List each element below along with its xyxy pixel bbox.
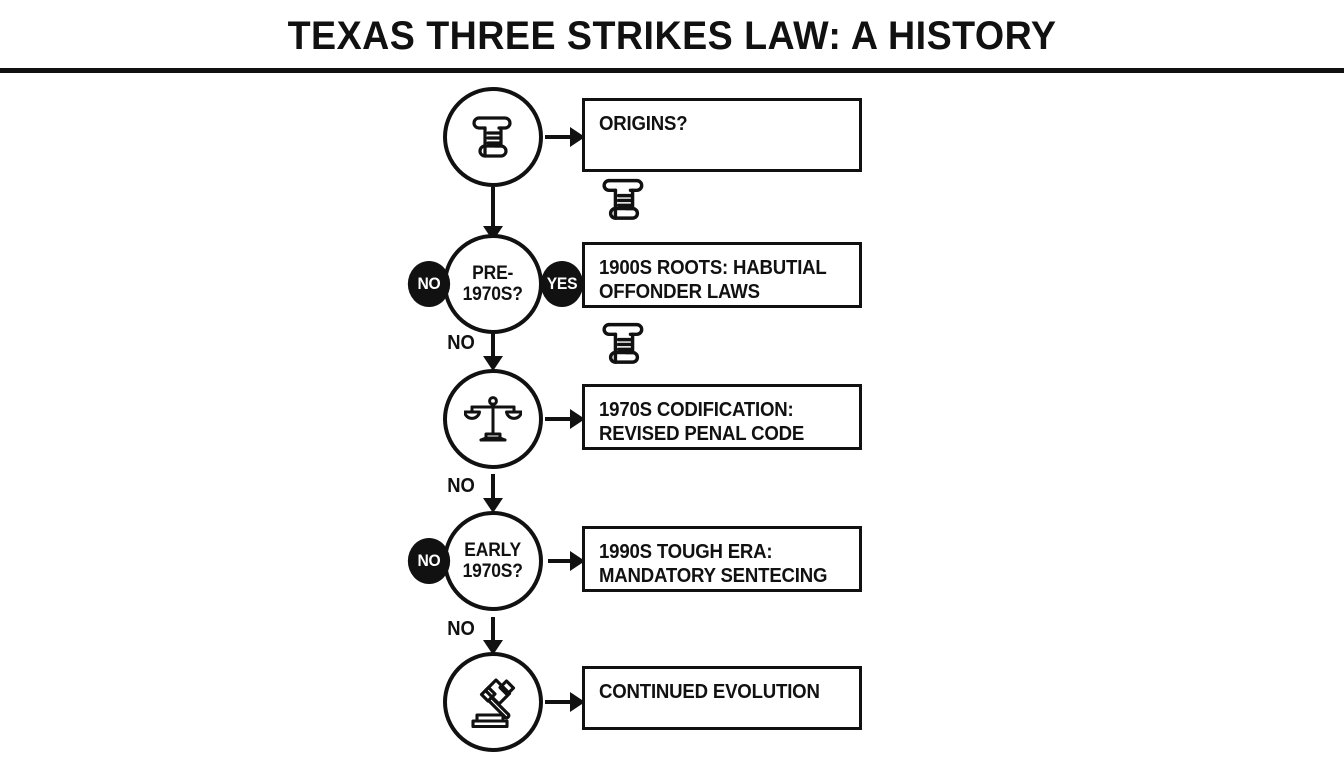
label-box-origins[interactable]: ORIGINS? [582,98,862,172]
scroll-icon [465,109,521,165]
connector-early1970s-to-box-arrowhead [570,551,585,571]
connector-codification-to-early1970s-arrowhead [483,498,503,513]
title-area: TEXAS THREE STRIKES LAW: A HISTORY [0,0,1344,74]
node-pre-1970s[interactable]: PRE- 1970S? [443,234,543,334]
connector-continued-to-box-arrowhead [570,692,585,712]
badge-pre-1970s-no-label: NO [417,274,441,293]
node-early-1970s-question: EARLY 1970S? [462,540,524,582]
page-title: TEXAS THREE STRIKES LAW: A HISTORY [287,14,1057,58]
badge-early-1970s-no[interactable]: NO [407,538,451,584]
node-continued-evolution[interactable] [443,652,543,752]
flowchart-canvas: ORIGINS? PRE- 1970S? NO YES 1900S ROOTS:… [0,74,1344,768]
node-early-1970s[interactable]: EARLY 1970S? [443,511,543,611]
edge-label-pre1970s-no: NO [447,332,475,354]
edge-label-codification-no: NO [447,475,475,497]
node-codification[interactable] [443,369,543,469]
connector-early1970s-to-continued-arrowhead [483,640,503,655]
mini-scroll-icon-1 [594,175,654,232]
gavel-icon [463,672,523,732]
node-pre-1970s-question: PRE- 1970S? [462,263,524,305]
connector-early1970s-to-continued [491,617,495,645]
connector-origins-to-box-arrowhead [570,127,585,147]
label-box-codification[interactable]: 1970S CODIFICATION: REVISED PENAL CODE [582,384,862,450]
connector-pre1970s-to-codification-arrowhead [483,356,503,371]
badge-pre-1970s-no[interactable]: NO [407,261,451,307]
badge-pre-1970s-yes-label: YES [546,274,578,293]
label-box-1900s-roots-text: 1900S ROOTS: HABUTIAL OFFONDER LAWS [599,257,827,303]
mini-scroll-icon-2 [594,319,654,376]
badge-pre-1970s-yes[interactable]: YES [540,261,584,307]
edge-label-early1970s-no: NO [447,618,475,640]
connector-codification-to-box-arrowhead [570,409,585,429]
label-box-continued-evolution-text: CONTINUED EVOLUTION [599,681,820,703]
connector-codification-to-box [545,417,573,421]
scales-icon [464,390,522,448]
node-origins[interactable] [443,87,543,187]
connector-early1970s-to-box [548,559,573,563]
badge-early-1970s-no-label: NO [417,551,441,570]
label-box-1900s-roots[interactable]: 1900S ROOTS: HABUTIAL OFFONDER LAWS [582,242,862,308]
label-box-continued-evolution[interactable]: CONTINUED EVOLUTION [582,666,862,730]
label-box-origins-text: ORIGINS? [599,113,688,135]
connector-origins-to-pre1970s [491,187,495,232]
connector-continued-to-box [545,700,573,704]
label-box-1990s-tough-era[interactable]: 1990S TOUGH ERA: MANDATORY SENTECING [582,526,862,592]
connector-pre1970s-to-codification [491,333,495,361]
connector-codification-to-early1970s [491,474,495,503]
label-box-1990s-tough-era-text: 1990S TOUGH ERA: MANDATORY SENTECING [599,541,828,587]
title-divider [0,68,1344,73]
label-box-codification-text: 1970S CODIFICATION: REVISED PENAL CODE [599,399,805,445]
connector-origins-to-box [545,135,573,139]
